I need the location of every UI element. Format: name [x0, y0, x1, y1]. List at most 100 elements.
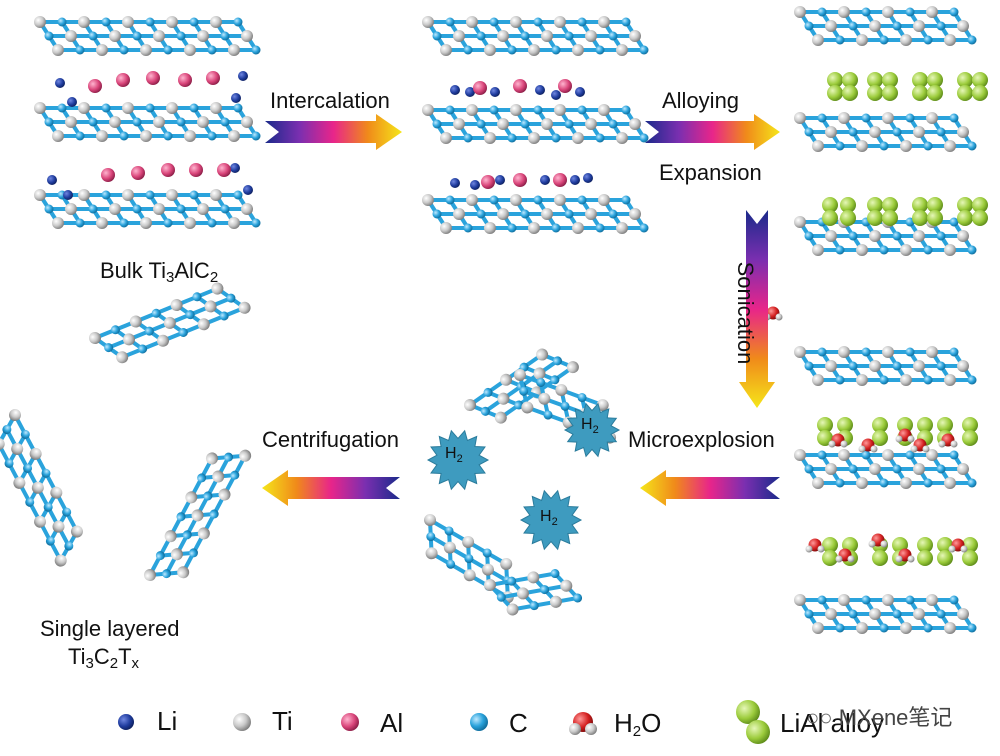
- li-atom: [575, 87, 585, 97]
- lial-atom: [972, 85, 988, 101]
- li-atom: [450, 85, 460, 95]
- lial-atom: [917, 417, 933, 433]
- process-arrow: [640, 470, 780, 506]
- process-arrow: [262, 470, 400, 506]
- legend-lial-label: LiAl alloy: [780, 708, 885, 738]
- lial-atom: [912, 210, 928, 226]
- lial-atom: [917, 550, 933, 566]
- li-atom: [470, 180, 480, 190]
- lial-atom: [872, 430, 888, 446]
- process-arrow: [265, 114, 402, 150]
- lial-atom: [957, 85, 973, 101]
- al-atom: [481, 175, 495, 189]
- lial-atom: [882, 210, 898, 226]
- legend-h2o-label: H2O: [614, 708, 662, 740]
- mxene-slab: [794, 449, 977, 489]
- li-atom: [495, 175, 505, 185]
- lial-atom: [867, 197, 883, 213]
- li-atom: [67, 97, 77, 107]
- label-alloying: Alloying: [662, 88, 740, 113]
- mxene-slab: [144, 449, 252, 581]
- h2-burst: [519, 489, 583, 551]
- lial-atom: [882, 72, 898, 88]
- al-atom: [101, 168, 115, 182]
- lial-atom: [957, 72, 973, 88]
- lial-atom: [872, 550, 888, 566]
- process-arrow: [739, 210, 775, 408]
- li-atom: [583, 173, 593, 183]
- lial-atom: [822, 537, 838, 553]
- li-atom: [238, 71, 248, 81]
- al-atom: [116, 73, 130, 87]
- lial-atom: [962, 417, 978, 433]
- h2-burst: [563, 402, 621, 458]
- al-atom: [217, 163, 231, 177]
- label-intercalation: Intercalation: [270, 88, 390, 113]
- lial-atom: [937, 417, 953, 433]
- li-atom: [540, 175, 550, 185]
- lial-atom: [937, 550, 953, 566]
- lial-atom: [972, 197, 988, 213]
- lial-atom: [962, 550, 978, 566]
- lial-atom: [867, 85, 883, 101]
- al-atom: [161, 163, 175, 177]
- li-atom: [47, 175, 57, 185]
- al-atom: [206, 71, 220, 85]
- mxene-slab: [89, 282, 251, 364]
- lial-atom: [927, 210, 943, 226]
- mxene-slab: [422, 194, 649, 234]
- legend-lial-icon: [746, 720, 770, 744]
- al-atom: [88, 79, 102, 93]
- lial-atom: [882, 85, 898, 101]
- mxene-slab: [422, 16, 649, 56]
- label-expansion: Expansion: [659, 160, 762, 185]
- lial-atom: [822, 197, 838, 213]
- h2-label: H2: [581, 416, 599, 436]
- lial-atom: [912, 85, 928, 101]
- li-atom: [490, 87, 500, 97]
- lial-atom: [840, 210, 856, 226]
- lial-atom: [972, 210, 988, 226]
- label-single-layered: Single layered: [40, 616, 180, 641]
- li-atom: [230, 163, 240, 173]
- al-atom: [513, 79, 527, 93]
- mxene-slab: [34, 16, 261, 56]
- li-atom: [450, 178, 460, 188]
- legend-al-icon: [341, 713, 359, 731]
- h2-burst: [426, 429, 490, 491]
- label-bulk-ti3alc2: Bulk Ti3AlC2: [100, 258, 219, 286]
- legend-al-label: Al: [380, 708, 404, 738]
- al-atom: [553, 173, 567, 187]
- lial-atom: [817, 417, 833, 433]
- lial-atom: [972, 72, 988, 88]
- al-atom: [558, 79, 572, 93]
- lial-atom: [917, 537, 933, 553]
- lial-atom: [837, 417, 853, 433]
- label-microexplosion: Microexplosion: [628, 427, 775, 452]
- mxene-slab: [422, 104, 649, 144]
- lial-atom: [867, 210, 883, 226]
- mxene-slab: [34, 189, 261, 229]
- mxene-slab: [34, 102, 261, 142]
- li-atom: [551, 90, 561, 100]
- process-arrow: [645, 114, 780, 150]
- li-atom: [231, 93, 241, 103]
- lial-atom: [840, 197, 856, 213]
- al-atom: [513, 173, 527, 187]
- mxene-slab: [794, 6, 977, 46]
- label-centrifugation: Centrifugation: [262, 427, 399, 452]
- lial-atom: [882, 197, 898, 213]
- li-atom: [55, 78, 65, 88]
- lial-atom: [827, 85, 843, 101]
- al-atom: [189, 163, 203, 177]
- mxene-slab: [794, 112, 977, 152]
- legend-li-icon: [118, 714, 134, 730]
- lial-atom: [912, 197, 928, 213]
- mxene-slab: [424, 514, 514, 604]
- watermark: ○○ MXene笔记: [806, 705, 953, 730]
- mxene-slab: [0, 409, 83, 567]
- lial-atom: [957, 197, 973, 213]
- legend-li-label: Li: [157, 706, 178, 736]
- legend-ti-label: Ti: [272, 706, 293, 736]
